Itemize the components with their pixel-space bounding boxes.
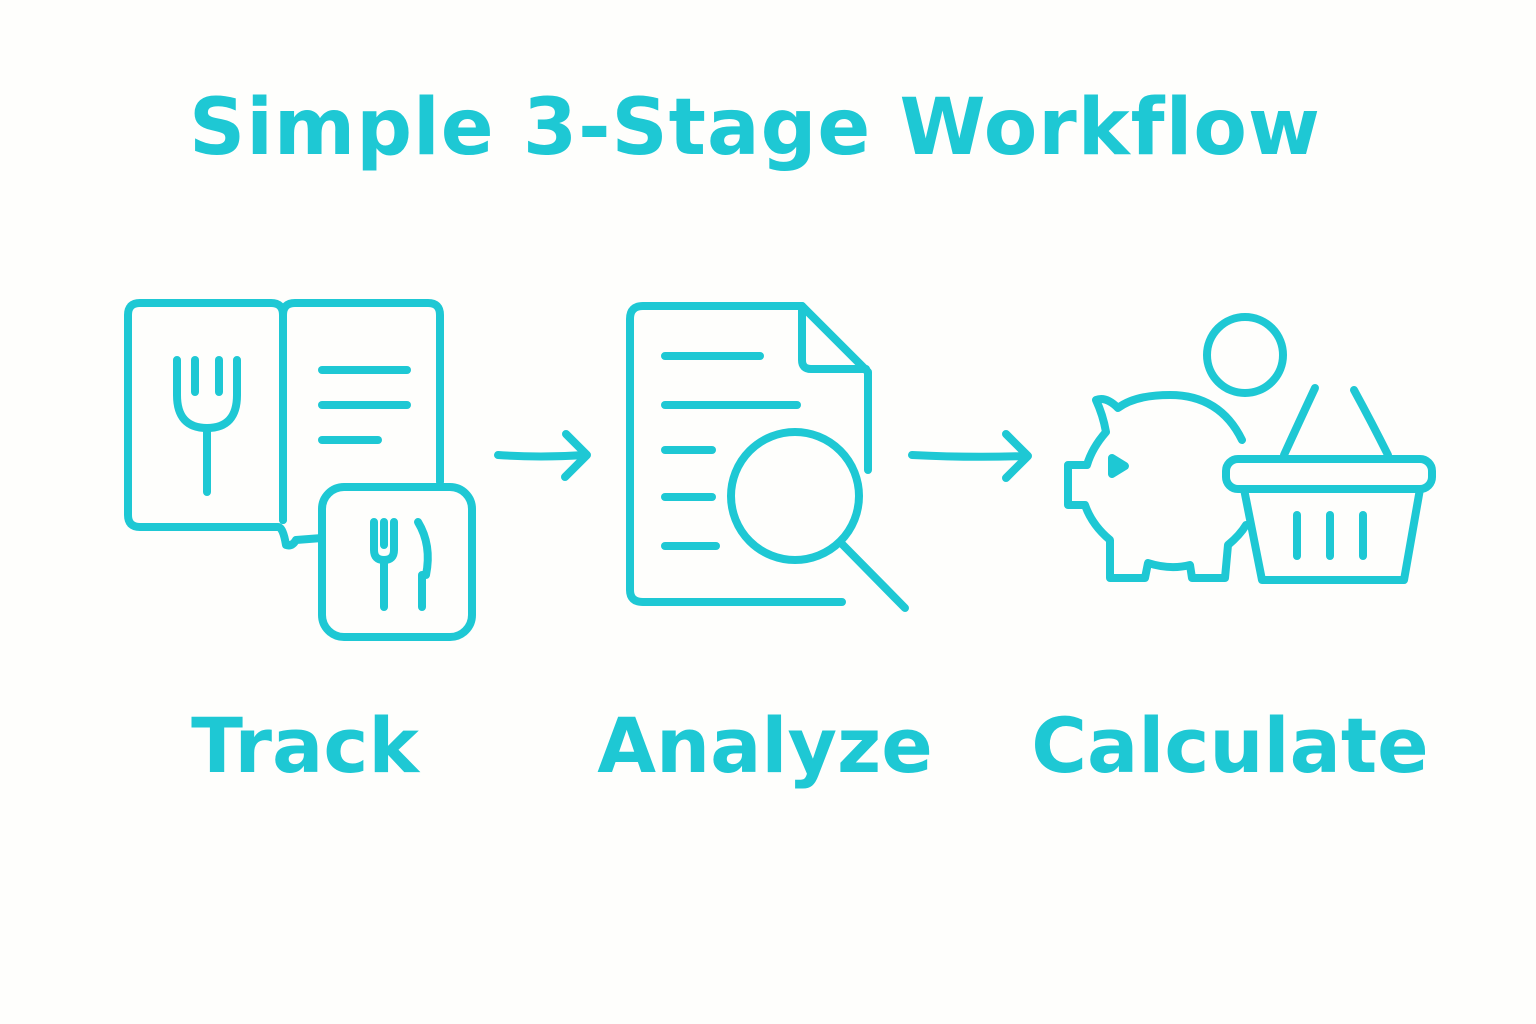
menu-book-cutlery-icon [118,290,488,660]
arrow-right-icon [905,425,1040,487]
stage-label-track: Track [191,701,419,790]
diagram-title: Simple 3-Stage Workflow [189,83,1321,173]
stage-label-analyze: Analyze [597,701,933,790]
arrow-right-icon [490,425,595,485]
stage-label-calculate: Calculate [1031,701,1429,790]
piggy-bank-basket-icon [1055,305,1445,595]
document-magnifier-icon [618,293,918,618]
